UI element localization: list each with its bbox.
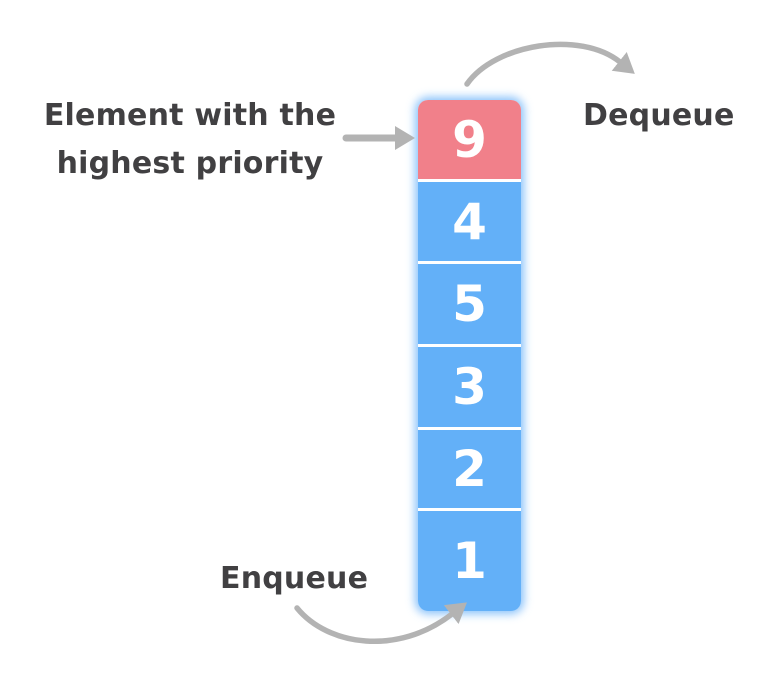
queue-cell-highest-priority: 9 (418, 100, 521, 179)
queue-cell: 3 (418, 344, 521, 427)
queue-cell: 1 (418, 508, 521, 611)
priority-queue-stack: 9 4 5 3 2 1 (418, 100, 521, 611)
dequeue-curved-arrow-icon (464, 41, 635, 87)
highest-priority-label-line2: highest priority (56, 146, 324, 181)
queue-cell: 2 (418, 427, 521, 508)
highest-priority-label-line1: Element with the (43, 98, 337, 133)
enqueue-label: Enqueue (220, 561, 369, 596)
queue-cell: 4 (418, 179, 521, 261)
queue-cell: 5 (418, 261, 521, 344)
dequeue-label: Dequeue (583, 98, 735, 133)
enqueue-curved-arrow-icon (294, 602, 468, 644)
highest-priority-label: Element with the highest priority (40, 92, 340, 188)
